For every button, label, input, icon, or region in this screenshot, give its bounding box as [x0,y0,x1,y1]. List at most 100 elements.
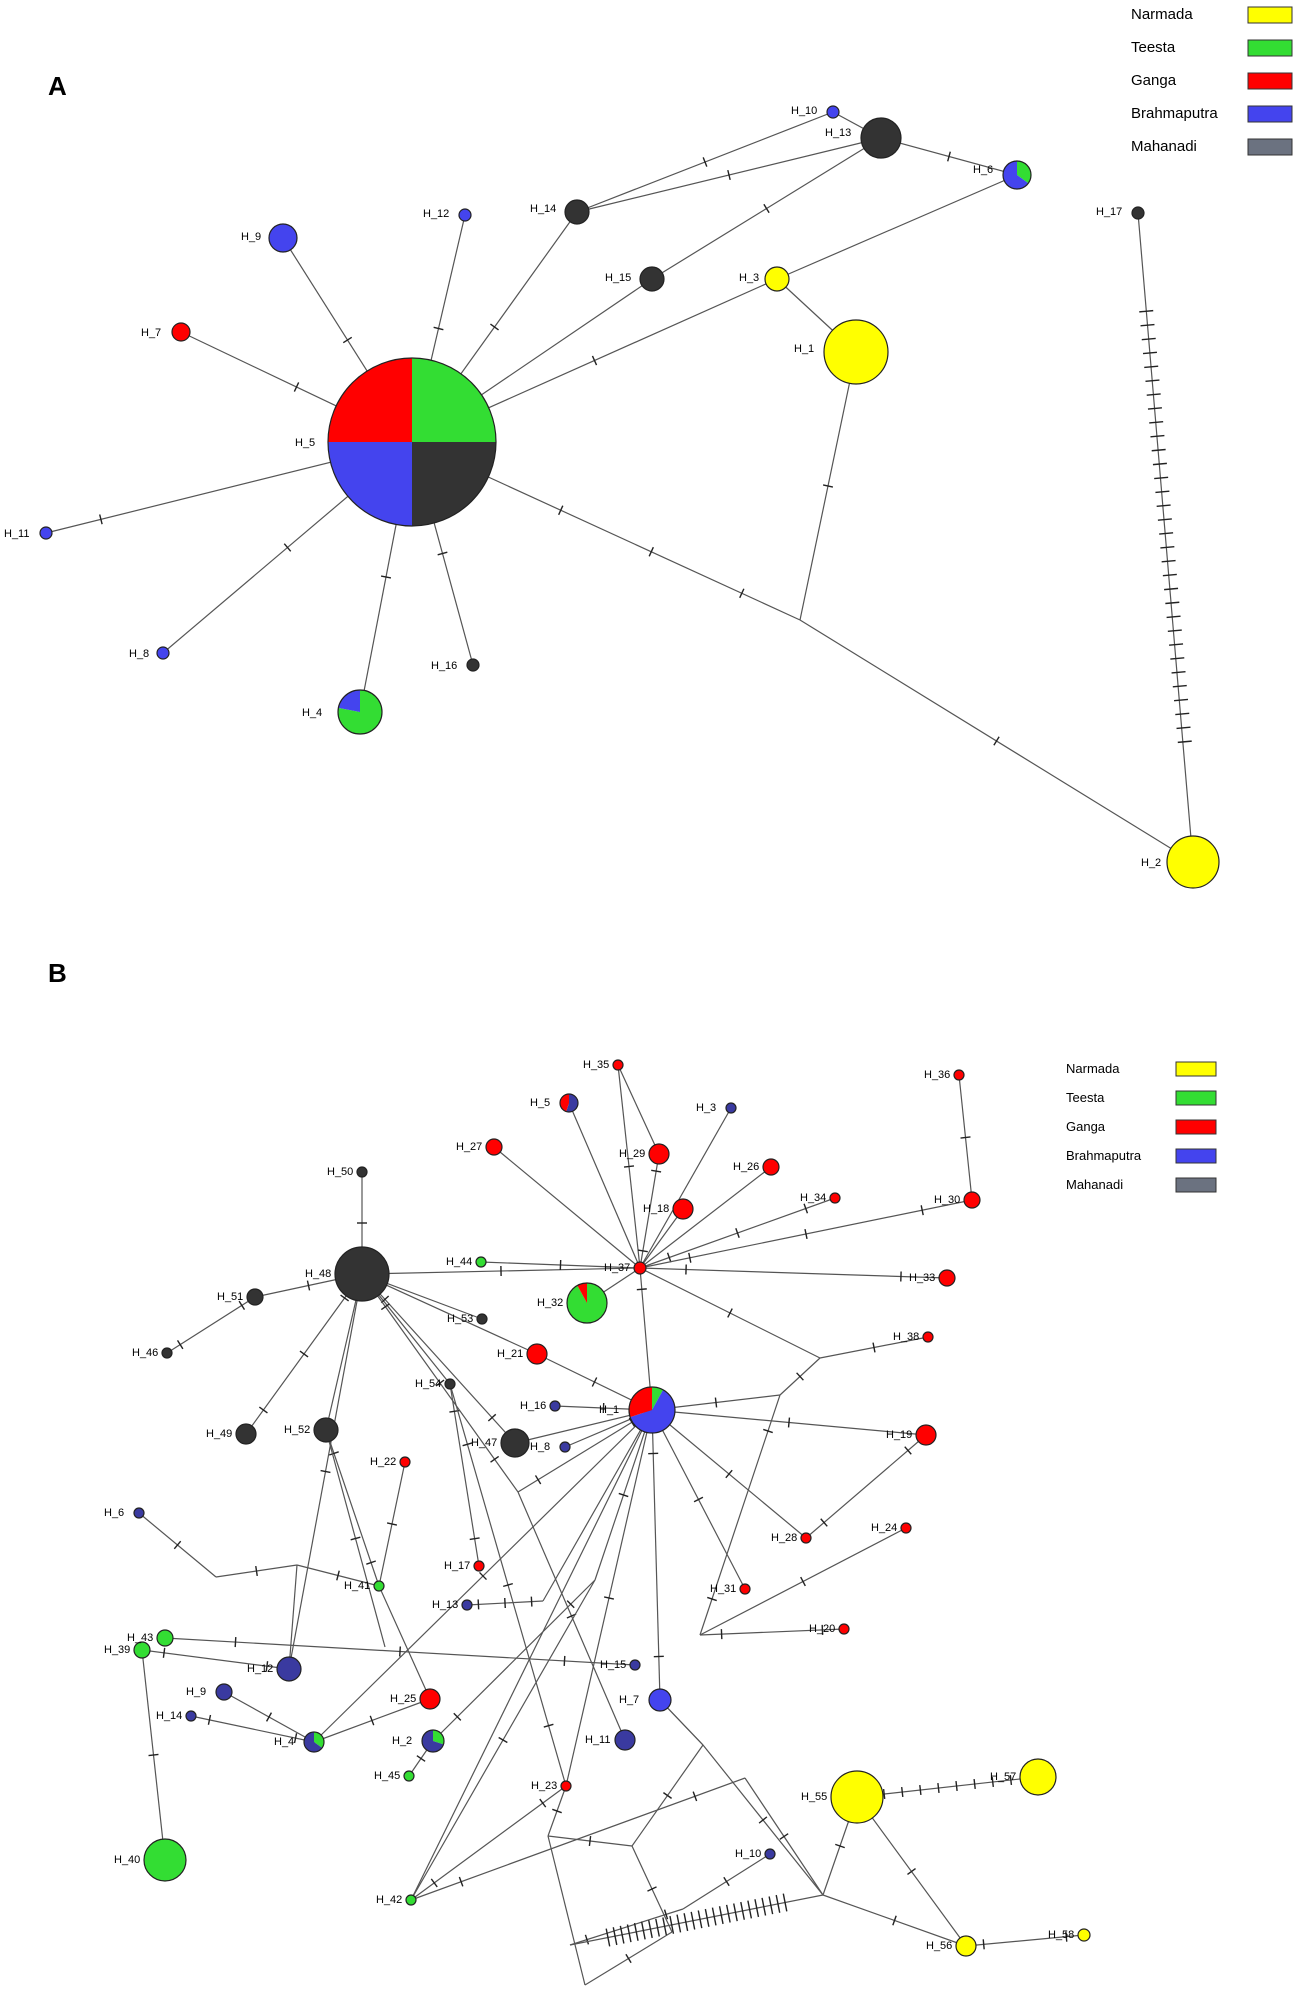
mutation-tick [718,1906,724,1925]
haplotype-node [405,1894,417,1906]
haplotype-h-37: H_37 [604,1261,647,1275]
haplotype-h-6: H_6 [104,1507,145,1519]
haplotype-h-29: H_29 [619,1143,670,1165]
haplotype-label: H_13 [432,1599,458,1611]
haplotype-label: H_15 [605,272,631,284]
haplotype-label: H_3 [739,272,759,284]
mutation-tick [1171,670,1186,674]
legend-swatch-brahmaputra [1247,105,1293,123]
haplotype-label: H_40 [114,1854,140,1866]
haplotype-label: H_18 [643,1203,669,1215]
mutation-tick [982,1939,985,1950]
haplotype-node [955,1935,977,1957]
mutation-tick [993,736,1000,746]
mutation-tick [386,1522,398,1526]
legend-swatch-teesta [1247,39,1293,57]
haplotype-h-13: H_13 [432,1599,473,1611]
mutation-tick [640,1921,646,1940]
haplotype-node [475,1256,487,1268]
network-edge [361,1273,516,1444]
haplotype-label: H_45 [374,1770,400,1782]
haplotype-pie-slice [630,1389,675,1434]
network-edge [639,1166,772,1269]
haplotype-node [246,1288,264,1306]
mutation-tick [1176,726,1191,730]
haplotype-node [39,526,53,540]
network-edge [190,1715,315,1743]
haplotype-node [461,1599,473,1611]
haplotype-label: H_41 [344,1580,370,1592]
haplotype-node [915,1424,937,1446]
legend-label-ganga: Ganga [1131,72,1177,89]
mutation-tick [558,505,564,516]
network-edge [542,1409,653,1602]
haplotype-node [161,1347,173,1359]
haplotype-h-6: H_6 [973,160,1032,190]
haplotype-label: H_6 [973,164,993,176]
network-edge [547,1835,586,1986]
haplotype-node [485,1138,503,1156]
haplotype-node-outline [566,1282,608,1324]
haplotype-label: H_4 [302,707,322,719]
haplotype-h-28: H_28 [771,1532,812,1544]
haplotype-h-9: H_9 [241,223,298,253]
haplotype-h-11: H_11 [4,526,53,540]
mutation-tick [1142,351,1158,355]
network-edge [569,1908,684,1946]
mutation-tick [714,1397,718,1408]
mutation-tick [937,1782,940,1794]
haplotype-node [313,1417,339,1443]
haplotype-node [143,1838,187,1882]
haplotype-node [500,1428,530,1458]
mutation-tick [919,1784,922,1796]
mutation-tick [234,1637,237,1648]
haplotype-node [476,1313,488,1325]
haplotype-h-4: H_4 [302,689,383,735]
mutation-tick [991,1776,994,1788]
network-edge [805,1434,927,1539]
mutation-tick [707,1596,717,1602]
haplotype-node [133,1507,145,1519]
haplotype-label: H_35 [583,1059,609,1071]
mutation-tick [1152,462,1167,466]
mutation-tick [176,1340,184,1350]
haplotype-label: H_49 [206,1428,232,1440]
mutation-tick [1166,615,1181,619]
haplotype-h-39: H_39 [104,1641,151,1659]
haplotype-node [830,1770,884,1824]
network-edge [569,1894,824,1946]
haplotype-label: H_50 [327,1166,353,1178]
mutation-tick [265,1661,269,1672]
haplotype-node [458,208,472,222]
haplotype-h-56: H_56 [926,1935,977,1957]
legend-swatch-narmada [1247,6,1293,24]
haplotype-label: H_6 [104,1507,124,1519]
haplotype-h-13: H_13 [825,117,902,159]
network-edge [639,1153,660,1269]
mutation-tick [973,1778,976,1790]
mutation-tick [1159,532,1174,535]
haplotype-pie-slice [1003,161,1029,190]
panel-a-edges [45,111,1194,863]
mutation-tick [605,1928,611,1947]
haplotype-label: H_2 [1141,857,1161,869]
haplotype-h-1: H_1 [794,319,889,385]
network-edge [639,1267,948,1279]
mutation-tick [619,1925,625,1944]
haplotype-label: H_42 [376,1894,402,1906]
mutation-tick [1173,698,1189,702]
mutation-tick [293,382,300,392]
legend-swatch-brahmaputra [1175,1148,1217,1164]
haplotype-node [800,1532,812,1544]
mutation-tick [283,543,292,552]
mutation-tick [633,1922,639,1941]
network-edge [361,1273,538,1355]
haplotype-node-outline [337,689,383,735]
haplotype-node [171,322,191,342]
mutation-tick [779,1833,789,1840]
haplotype-node-outline [559,1093,579,1113]
mutation-tick [758,1816,768,1824]
haplotype-node-outline [303,1731,325,1753]
